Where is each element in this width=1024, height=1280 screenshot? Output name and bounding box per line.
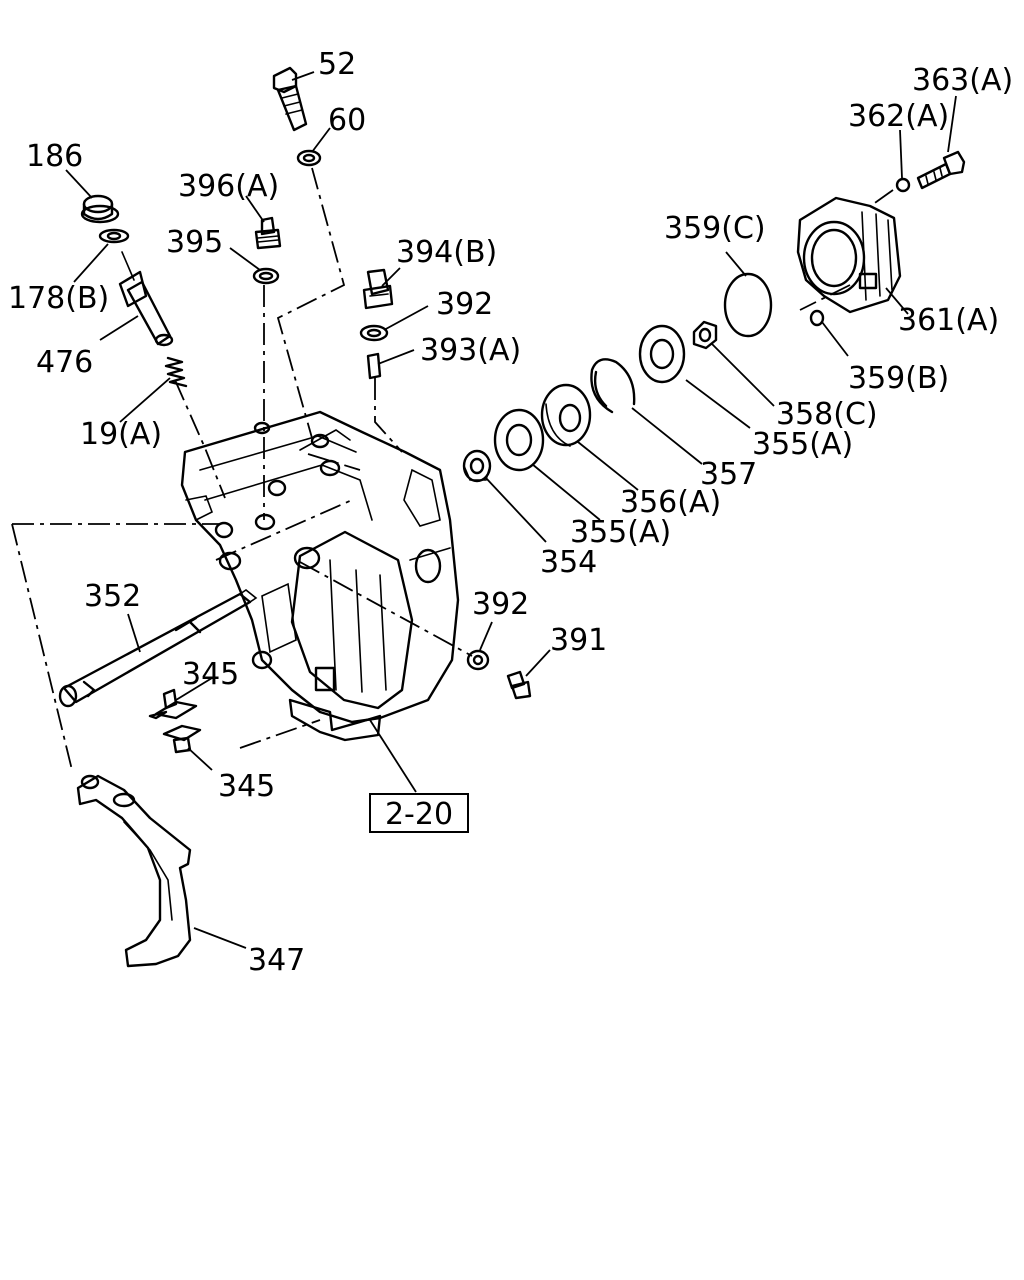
- label-358c: 358(C): [776, 397, 878, 432]
- part-178b-washer: [98, 228, 130, 244]
- label-356a: 356(A): [620, 485, 721, 520]
- part-354-seal: [462, 449, 492, 483]
- part-394b-switch: [362, 268, 394, 310]
- label-355a-low: 355(A): [570, 515, 671, 550]
- part-19a-spring: [164, 356, 188, 388]
- label-357: 357: [700, 457, 757, 492]
- callout-labels: 52 60 186 396(A) 395 178(B) 476 19(A) 39…: [8, 47, 1013, 978]
- label-392-low: 392: [472, 587, 529, 622]
- part-361a-housing: [796, 196, 902, 314]
- label-178b: 178(B): [8, 281, 109, 316]
- part-392-low-seal: [466, 649, 490, 671]
- part-363a-bolt: [916, 150, 966, 190]
- part-356a-plate: [540, 383, 592, 447]
- label-396a: 396(A): [178, 169, 279, 204]
- label-363a: 363(A): [912, 63, 1013, 98]
- part-391-plug: [506, 670, 532, 700]
- label-394b: 394(B): [396, 235, 497, 270]
- label-355a-top: 355(A): [752, 427, 853, 462]
- label-354: 354: [540, 545, 597, 580]
- label-347: 347: [248, 943, 305, 978]
- part-362a-washer: [895, 177, 911, 193]
- assembly-center-lines: [11, 167, 894, 771]
- label-352: 352: [84, 579, 141, 614]
- part-355a-lower-washer: [493, 408, 545, 472]
- part-347-shift-fork: [76, 774, 192, 968]
- label-393a: 393(A): [420, 333, 521, 368]
- part-476-tube: [118, 251, 174, 347]
- part-395-washer: [252, 267, 280, 285]
- label-391: 391: [550, 623, 607, 658]
- reference-box-label: 2-20: [385, 797, 453, 832]
- label-60: 60: [328, 103, 366, 138]
- part-392-top-washer: [359, 324, 389, 342]
- label-19a: 19(A): [80, 417, 162, 452]
- transmission-case: [180, 410, 460, 742]
- label-395: 395: [166, 225, 223, 260]
- part-345-lower-bracket: [162, 724, 202, 754]
- label-345-upper: 345: [182, 657, 239, 692]
- label-186: 186: [26, 139, 83, 174]
- label-476: 476: [36, 345, 93, 380]
- label-361a: 361(A): [898, 303, 999, 338]
- part-357-snap-ring: [590, 358, 636, 414]
- label-52: 52: [318, 47, 356, 82]
- part-52-bolt: [272, 66, 308, 132]
- part-345-upper-bracket: [148, 688, 198, 720]
- label-345-lower: 345: [218, 769, 275, 804]
- label-359c: 359(C): [664, 211, 766, 246]
- part-396a-fitting: [254, 216, 282, 250]
- part-352-shift-rod: [58, 589, 258, 708]
- label-359b: 359(B): [848, 361, 949, 396]
- part-355a-upper-washer: [638, 324, 686, 384]
- part-359b-o-ring: [809, 309, 825, 327]
- part-186-plug: [80, 194, 120, 224]
- label-362a: 362(A): [848, 99, 949, 134]
- label-392-top: 392: [436, 287, 493, 322]
- part-359c-o-ring: [723, 272, 773, 338]
- reference-box: 2-20: [369, 793, 469, 833]
- leader-lines: [65, 71, 957, 949]
- part-358c-nut: [692, 320, 718, 350]
- part-60-washer: [296, 149, 322, 167]
- part-393a-pin: [366, 352, 382, 380]
